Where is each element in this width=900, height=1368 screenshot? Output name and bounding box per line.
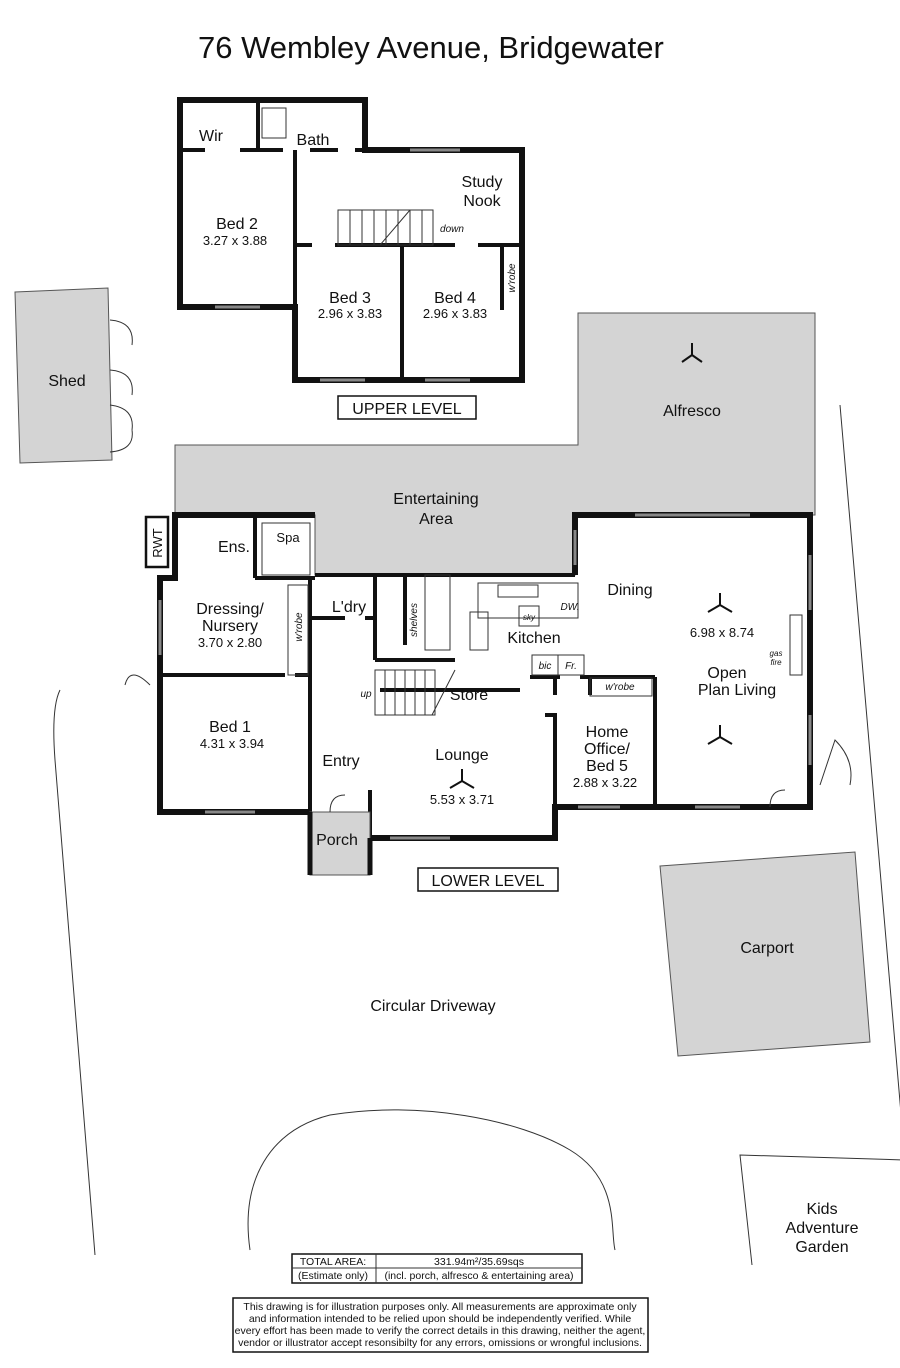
alfresco-label: Alfresco — [663, 403, 721, 420]
dressing-wrobe-label: w'robe — [294, 612, 305, 642]
open-plan-dimensions: 6.98 x 8.74 — [690, 625, 754, 640]
stairs-down-label: down — [440, 224, 464, 235]
upper-level: Wir Bath Study Nook down Bed 2 3.27 x 3.… — [177, 97, 525, 383]
lower-level-label: LOWER LEVEL — [432, 873, 545, 890]
fridge-label: Fr. — [565, 661, 577, 672]
shelves-label: shelves — [409, 603, 420, 637]
bed2-label: Bed 2 — [216, 216, 258, 233]
total-area-value: 331.94m²/35.69sqs — [434, 1256, 524, 1268]
bic-label: bic — [539, 661, 552, 672]
open-plan-label-1: Open — [707, 665, 746, 682]
garden-label-3: Garden — [795, 1239, 848, 1256]
office-label-2: Office/ — [584, 741, 631, 758]
open-plan-label-2: Plan Living — [698, 682, 776, 699]
office-dimensions: 2.88 x 3.22 — [573, 775, 637, 790]
lounge-dimensions: 5.53 x 3.71 — [430, 792, 494, 807]
total-area-table: TOTAL AREA: 331.94m²/35.69sqs (Estimate … — [291, 1253, 583, 1284]
bath-label: Bath — [297, 132, 330, 149]
dining-label: Dining — [607, 582, 652, 599]
property-title: 76 Wembley Avenue, Bridgewater — [198, 30, 664, 65]
alfresco-entertaining-area — [174, 312, 816, 576]
office-wrobe-label: w'robe — [605, 682, 635, 693]
ensuite-label: Ens. — [218, 539, 250, 556]
dressing-label-2: Nursery — [202, 618, 258, 635]
bed4-dimensions: 2.96 x 3.83 — [423, 306, 487, 321]
disclaimer-line: This drawing is for illustration purpose… — [243, 1301, 637, 1313]
bed1-label: Bed 1 — [209, 719, 251, 736]
skylight-label: sky — [523, 613, 536, 622]
site-outline — [53, 404, 900, 1266]
spa-label: Spa — [276, 530, 300, 545]
study-label-2: Nook — [463, 193, 501, 210]
office-label-3: Bed 5 — [586, 758, 628, 775]
porch-label: Porch — [316, 832, 358, 849]
bed2-dimensions: 3.27 x 3.88 — [203, 233, 267, 248]
entertaining-label-2: Area — [419, 511, 453, 528]
gas-fire-label-1: gas — [770, 649, 783, 658]
shed: Shed — [14, 287, 133, 464]
dressing-label-1: Dressing/ — [196, 601, 264, 618]
upper-level-label: UPPER LEVEL — [352, 401, 461, 418]
rainwater-tank — [144, 515, 170, 569]
laundry-label: L'dry — [332, 599, 366, 616]
rwt-label: RWT — [150, 528, 165, 557]
driveway-label: Circular Driveway — [370, 998, 495, 1015]
gas-fire-label-2: fire — [770, 658, 782, 667]
bed3-label: Bed 3 — [329, 290, 371, 307]
garden-label-2: Adventure — [786, 1220, 859, 1237]
dressing-dimensions: 3.70 x 2.80 — [198, 635, 262, 650]
disclaimer-line: vendor or illustrator accept resonsibilt… — [238, 1337, 642, 1349]
disclaimer-line: and information intended to be relied up… — [249, 1313, 632, 1325]
carport-label: Carport — [740, 940, 794, 957]
area-inclusion-note: (incl. porch, alfresco & entertaining ar… — [384, 1270, 573, 1282]
shed-label: Shed — [48, 373, 85, 390]
carport — [659, 851, 871, 1057]
disclaimer-line: every effort has been made to verify the… — [235, 1325, 646, 1337]
bed4-wrobe-label: w'robe — [507, 263, 518, 293]
lower-level: Ens. Spa Dressing/ Nursery 3.70 x 2.80 w… — [157, 512, 852, 876]
lounge-label: Lounge — [435, 747, 488, 764]
dishwasher-label: DW. — [560, 602, 579, 613]
wir-label: Wir — [199, 128, 224, 145]
bed4-label: Bed 4 — [434, 290, 476, 307]
total-area-label: TOTAL AREA: — [300, 1256, 366, 1268]
disclaimer: This drawing is for illustration purpose… — [232, 1297, 649, 1353]
lower-level-badge — [417, 867, 559, 892]
entry-label: Entry — [322, 753, 359, 770]
bed1-dimensions: 4.31 x 3.94 — [200, 736, 264, 751]
ceiling-fan-icon — [681, 343, 703, 363]
store-label: Store — [450, 687, 488, 704]
upper-level-badge — [337, 395, 477, 420]
garden-label-1: Kids — [806, 1201, 837, 1218]
kitchen-label: Kitchen — [507, 630, 560, 647]
stairs-up-label: up — [360, 689, 372, 700]
bed3-dimensions: 2.96 x 3.83 — [318, 306, 382, 321]
entertaining-label-1: Entertaining — [393, 491, 478, 508]
study-label-1: Study — [462, 174, 503, 191]
estimate-label: (Estimate only) — [298, 1270, 368, 1282]
office-label-1: Home — [586, 724, 629, 741]
